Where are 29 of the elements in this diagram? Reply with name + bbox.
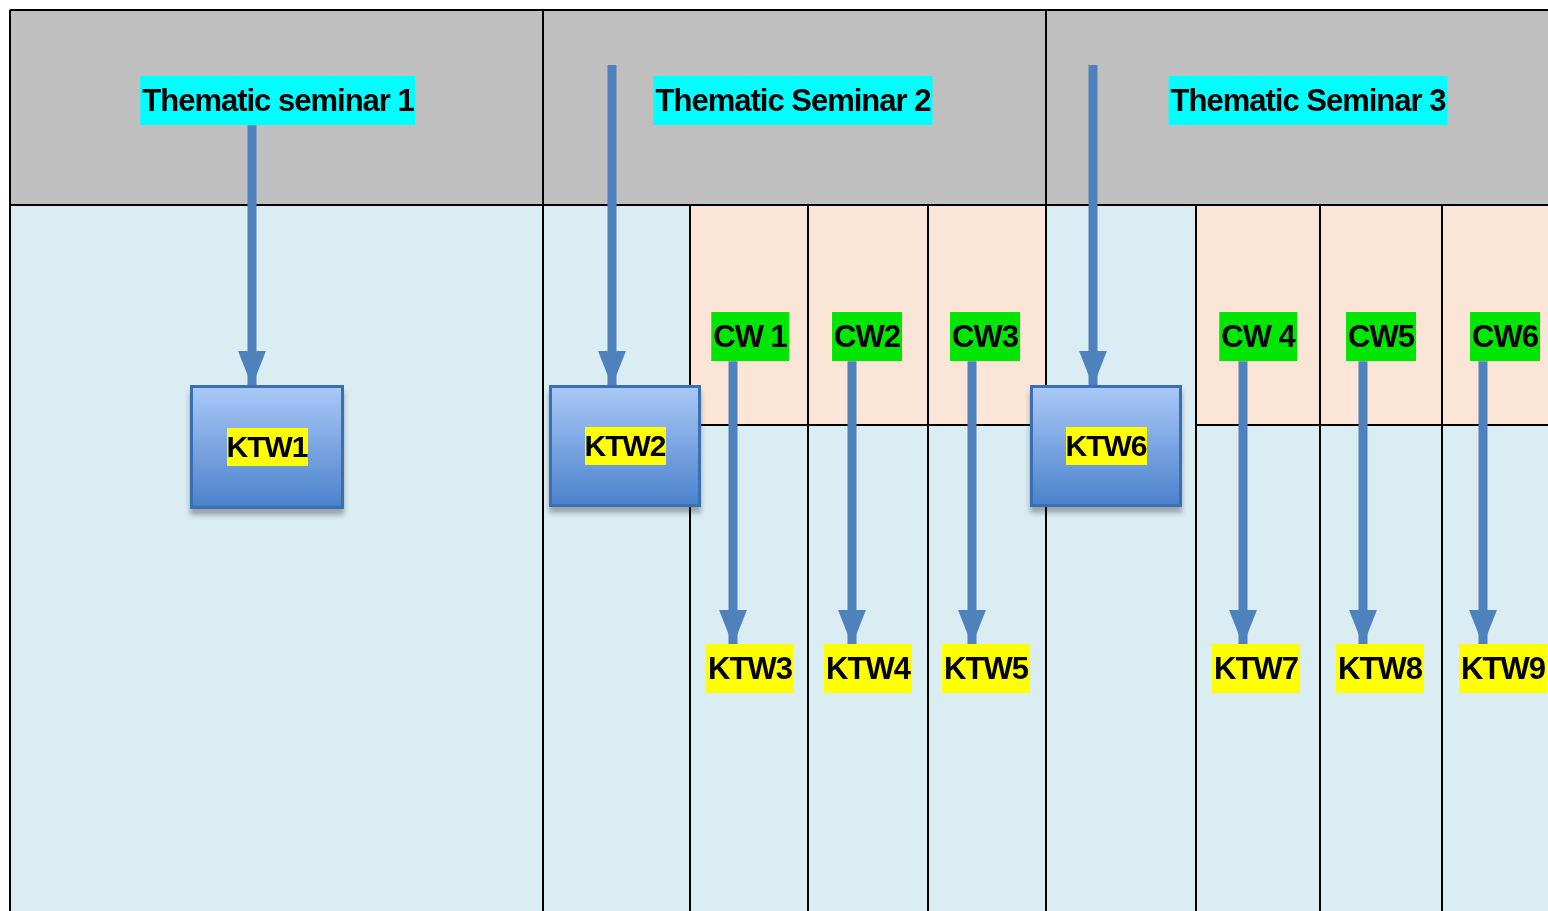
highlighted-label: CW2 bbox=[832, 312, 902, 362]
box-label: KTW1 bbox=[226, 428, 308, 466]
highlighted-label: KTW8 bbox=[1336, 644, 1424, 694]
box-label: KTW2 bbox=[584, 427, 666, 465]
arrow bbox=[1078, 65, 1108, 387]
box-label: KTW6 bbox=[1065, 427, 1147, 465]
highlighted-label: KTW5 bbox=[942, 644, 1030, 694]
arrow bbox=[237, 125, 267, 387]
highlighted-label: KTW7 bbox=[1212, 644, 1300, 694]
highlighted-label: Thematic seminar 1 bbox=[140, 76, 416, 126]
highlighted-label: CW 1 bbox=[711, 312, 789, 362]
process-box bbox=[1030, 385, 1182, 507]
arrow bbox=[837, 361, 867, 646]
highlighted-label: CW 4 bbox=[1219, 312, 1297, 362]
highlighted-label: KTW4 bbox=[824, 644, 912, 694]
arrow bbox=[597, 65, 627, 387]
arrow bbox=[1228, 361, 1258, 646]
arrow bbox=[718, 361, 748, 646]
highlighted-label: CW3 bbox=[950, 312, 1020, 362]
arrow bbox=[957, 361, 987, 646]
process-box bbox=[549, 385, 701, 507]
highlighted-label: CW6 bbox=[1470, 312, 1540, 362]
highlighted-label: Thematic Seminar 3 bbox=[1168, 76, 1448, 126]
highlighted-label: Thematic Seminar 2 bbox=[653, 76, 933, 126]
process-box bbox=[190, 385, 344, 509]
highlighted-label: KTW3 bbox=[706, 644, 794, 694]
arrow bbox=[1348, 361, 1378, 646]
highlighted-label: KTW9 bbox=[1459, 644, 1547, 694]
highlighted-label: CW5 bbox=[1346, 312, 1416, 362]
